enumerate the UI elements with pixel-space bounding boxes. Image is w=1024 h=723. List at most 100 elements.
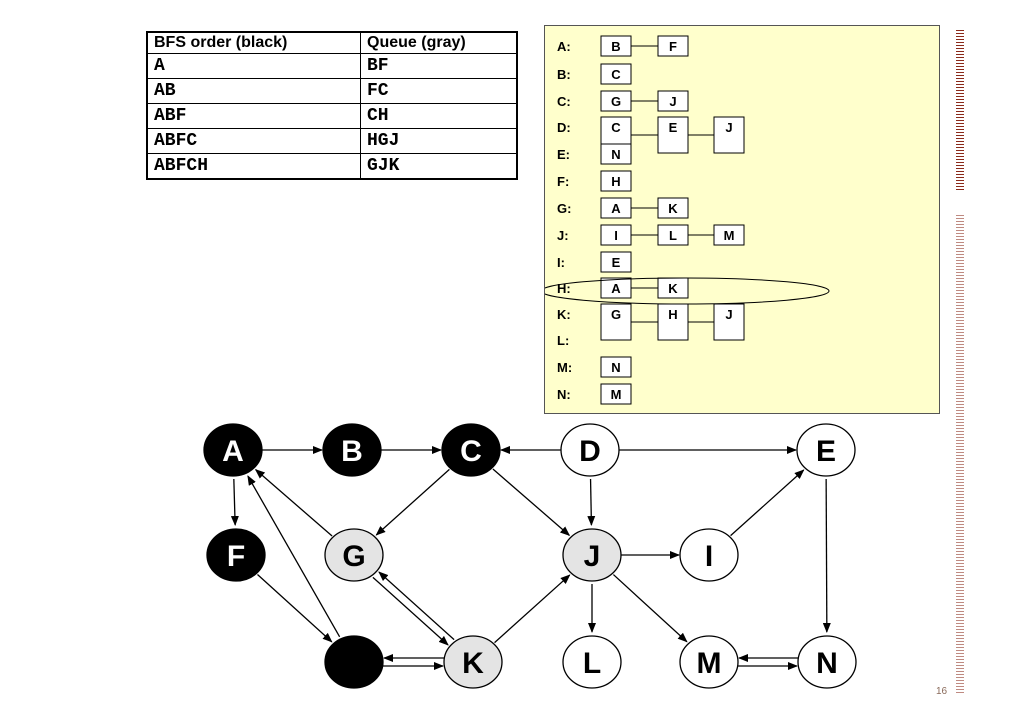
list-node-label: E bbox=[612, 255, 621, 270]
node-L: L bbox=[562, 635, 622, 689]
table-header-row: BFS order (black) Queue (gray) bbox=[146, 31, 518, 54]
edge-G-K bbox=[372, 576, 449, 646]
list-node-box bbox=[600, 383, 632, 405]
list-node-label: G bbox=[611, 94, 621, 109]
node-D: D bbox=[560, 423, 620, 477]
list-node-label: H bbox=[668, 307, 677, 322]
node-circle bbox=[562, 635, 622, 689]
edge-H-A bbox=[247, 475, 341, 638]
edge-G-A bbox=[254, 469, 333, 537]
list-node-box bbox=[657, 303, 689, 341]
node-label: A bbox=[222, 435, 244, 468]
list-node-label: J bbox=[725, 307, 732, 322]
list-node-box bbox=[657, 116, 689, 154]
node-label: J bbox=[584, 540, 601, 573]
list-node-label: N bbox=[611, 147, 620, 162]
node-label: C bbox=[460, 435, 482, 468]
node-G: G bbox=[324, 528, 384, 582]
list-node-label: C bbox=[611, 67, 621, 82]
list-node-box bbox=[600, 356, 632, 378]
list-node-box bbox=[657, 35, 689, 57]
edge-A-F bbox=[230, 478, 239, 527]
node-label: F bbox=[227, 540, 245, 573]
node-circle bbox=[322, 423, 382, 477]
node-I: I bbox=[679, 528, 739, 582]
queue-cell: GJK bbox=[360, 153, 518, 180]
node-circle bbox=[203, 423, 263, 477]
adjacency-label: B: bbox=[557, 67, 571, 82]
list-node-label: L bbox=[669, 228, 677, 243]
adjacency-label: E: bbox=[557, 147, 570, 162]
list-node-box bbox=[657, 90, 689, 112]
node-circle bbox=[443, 635, 503, 689]
header-queue: Queue (gray) bbox=[360, 31, 518, 54]
node-label: I bbox=[705, 540, 713, 573]
adjacency-label: G: bbox=[557, 201, 571, 216]
node-circle bbox=[679, 528, 739, 582]
edge-I-E bbox=[730, 469, 805, 537]
list-node-box bbox=[600, 143, 632, 165]
decorative-bar-top bbox=[956, 30, 964, 192]
adjacency-label: N: bbox=[557, 387, 571, 402]
list-node-box bbox=[600, 170, 632, 192]
list-node-box bbox=[713, 224, 745, 246]
list-node-label: I bbox=[614, 228, 618, 243]
node-label: B bbox=[341, 435, 363, 468]
list-node-label: F bbox=[669, 39, 677, 54]
node-label: N bbox=[816, 647, 838, 680]
node-label: D bbox=[579, 435, 601, 468]
node-circle bbox=[206, 528, 266, 582]
list-node-label: J bbox=[669, 94, 676, 109]
list-node-label: C bbox=[611, 120, 621, 135]
page-number: 16 bbox=[936, 686, 948, 697]
adjacency-label: D: bbox=[557, 120, 571, 135]
node-circle bbox=[560, 423, 620, 477]
list-node-box bbox=[657, 197, 689, 219]
list-node-label: H bbox=[611, 174, 620, 189]
bfs-order-cell: ABF bbox=[146, 103, 361, 129]
list-node-label: A bbox=[611, 201, 621, 216]
list-node-box bbox=[600, 251, 632, 273]
node-M: M bbox=[679, 635, 739, 689]
edge-J-M bbox=[612, 574, 688, 643]
bfs-order-cell: ABFCH bbox=[146, 153, 361, 180]
edge-K-G bbox=[378, 571, 455, 641]
node-label: G bbox=[342, 540, 365, 573]
list-node-label: E bbox=[669, 120, 678, 135]
node-label: L bbox=[583, 647, 601, 680]
list-node-label: K bbox=[668, 281, 678, 296]
node-A: A bbox=[203, 423, 263, 477]
adjacency-label: J: bbox=[557, 228, 569, 243]
list-node-box bbox=[713, 116, 745, 154]
node-circle bbox=[441, 423, 501, 477]
decorative-bar-bottom bbox=[956, 215, 964, 695]
node-label: M bbox=[697, 647, 722, 680]
adjacency-label: L: bbox=[557, 333, 569, 348]
node-label: E bbox=[816, 435, 836, 468]
adjacency-label: M: bbox=[557, 360, 572, 375]
node-H bbox=[324, 635, 384, 689]
list-node-label: B bbox=[611, 39, 620, 54]
edge-D-J bbox=[587, 478, 596, 527]
list-node-label: J bbox=[725, 120, 732, 135]
node-circle bbox=[796, 423, 856, 477]
adjacency-label: I: bbox=[557, 255, 565, 270]
node-J: J bbox=[562, 528, 622, 582]
adjacency-label: F: bbox=[557, 174, 569, 189]
node-C: C bbox=[441, 423, 501, 477]
adjacency-label: C: bbox=[557, 94, 571, 109]
node-E: E bbox=[796, 423, 856, 477]
list-node-label: G bbox=[611, 307, 621, 322]
bfs-order-cell: AB bbox=[146, 78, 361, 104]
edge-K-J bbox=[494, 574, 571, 644]
node-circle bbox=[324, 528, 384, 582]
node-circle bbox=[797, 635, 857, 689]
